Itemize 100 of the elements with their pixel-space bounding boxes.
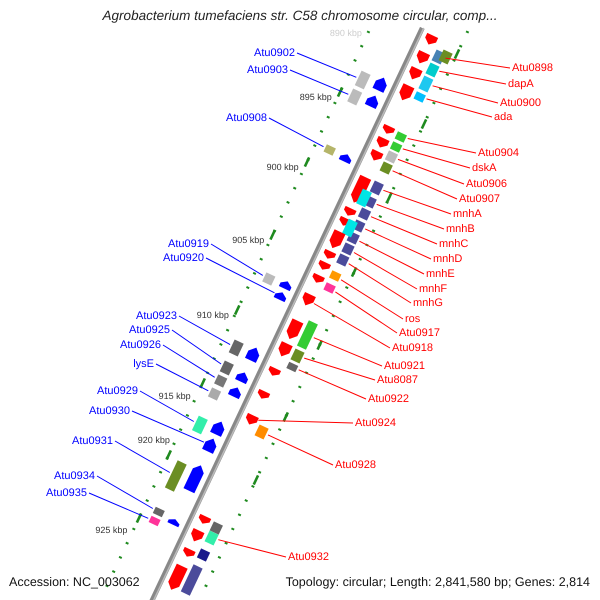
- gene-feature: [167, 519, 180, 528]
- gene-label: Atu0907: [459, 192, 500, 206]
- gene-feature: [235, 372, 248, 384]
- gene-feature: [268, 366, 282, 376]
- leader-line: [88, 492, 149, 519]
- leader-line: [96, 476, 154, 509]
- gene-feature: [364, 96, 378, 109]
- gene-label: Atu0904: [478, 146, 519, 160]
- gene-feature: [198, 514, 212, 524]
- gene-label: mnhF: [419, 282, 448, 296]
- gene-label: dskA: [472, 161, 496, 175]
- gene-feature: [148, 516, 161, 526]
- leader-line: [334, 291, 398, 334]
- gene-label: Atu0917: [399, 326, 440, 340]
- gene-feature: [409, 66, 423, 80]
- gene-label: Atu0921: [384, 359, 425, 373]
- leader-line: [402, 148, 470, 168]
- gene-label: mnhG: [413, 296, 443, 310]
- gene-feature: [204, 530, 219, 546]
- scale-label: 910 kbp: [196, 309, 229, 322]
- leader-line: [140, 390, 194, 422]
- gene-feature: [220, 360, 234, 376]
- gene-label: Atu0924: [355, 416, 396, 430]
- leader-line: [426, 98, 492, 118]
- gene-feature: [394, 131, 408, 143]
- gene-feature: [416, 50, 430, 64]
- gene-feature: [390, 141, 402, 153]
- leader-line: [172, 330, 222, 364]
- gene-label: Atu8087: [377, 373, 418, 387]
- leader-line: [432, 85, 498, 104]
- scale-label: 925 kbp: [95, 524, 128, 537]
- gene-feature: [246, 412, 259, 425]
- gene-label: Atu0934: [54, 469, 95, 483]
- gene-label: dapA: [508, 77, 534, 91]
- gene-feature: [183, 546, 196, 557]
- gene-feature: [372, 78, 387, 93]
- gene-feature: [399, 83, 414, 100]
- gene-feature: [168, 564, 188, 590]
- gene-feature: [312, 272, 325, 283]
- leader-line: [268, 118, 324, 148]
- leader-line: [132, 410, 204, 443]
- gene-label: Atu0902: [254, 46, 295, 60]
- gene-feature: [344, 206, 357, 216]
- gene-feature: [376, 136, 390, 148]
- leader-line: [290, 70, 349, 95]
- gene-feature: [278, 341, 293, 356]
- gene-label: Atu0906: [466, 177, 507, 191]
- scale-label: 895 kbp: [300, 91, 332, 104]
- gene-feature: [254, 424, 269, 440]
- leader-line: [340, 279, 404, 320]
- leader-line: [382, 190, 452, 214]
- gene-label: mnhE: [426, 267, 455, 281]
- leader-line: [348, 263, 412, 304]
- gene-feature: [382, 124, 396, 134]
- gene-feature: [152, 506, 165, 518]
- gene-feature: [296, 320, 318, 350]
- gene-label: Atu0920: [163, 251, 204, 265]
- summary-text: Topology: circular; Length: 2,841,580 bp; Genes: 2,814: [286, 575, 590, 589]
- gene-label: mnhA: [453, 207, 482, 221]
- gene-label: Atu0932: [288, 550, 329, 564]
- gene-label: Atu0919: [168, 237, 209, 251]
- scale-label: 915 kbp: [158, 390, 191, 403]
- leader-line: [392, 170, 458, 200]
- gene-feature: [228, 340, 244, 356]
- gene-feature: [336, 253, 350, 267]
- leader-line: [156, 364, 209, 392]
- leader-line: [438, 70, 506, 84]
- accession-text: Accession: NC_003062: [9, 575, 140, 589]
- gene-feature: [323, 282, 336, 294]
- leader-line: [376, 204, 444, 230]
- gene-label: mnhB: [446, 222, 475, 236]
- leader-line: [407, 138, 476, 154]
- leader-line: [162, 344, 216, 378]
- gene-feature: [425, 32, 438, 45]
- leader-line: [298, 369, 366, 400]
- gene-feature: [164, 460, 187, 492]
- gene-label: Atu0900: [500, 96, 541, 110]
- gene-feature: [358, 207, 372, 221]
- gene-label: Atu0903: [247, 63, 288, 77]
- gene-feature: [425, 62, 440, 78]
- gene-feature: [290, 348, 305, 364]
- gene-feature: [286, 362, 298, 372]
- leader-line: [268, 434, 334, 466]
- gene-label: Atu0923: [136, 309, 177, 323]
- gene-feature: [274, 292, 286, 302]
- gene-feature: [214, 374, 228, 388]
- gene-feature: [210, 521, 223, 535]
- gene-label: Atu0898: [512, 61, 553, 75]
- leader-line: [206, 258, 275, 294]
- gene-feature: [202, 438, 216, 454]
- leader-line: [358, 240, 424, 274]
- gene-feature: [341, 242, 355, 256]
- gene-feature: [323, 144, 336, 156]
- gene-label: Atu0930: [89, 404, 130, 418]
- gene-feature: [328, 270, 342, 282]
- leader-line: [313, 337, 382, 366]
- gene-label: ada: [494, 110, 512, 124]
- gene-feature: [262, 272, 276, 286]
- gene-feature: [184, 465, 204, 494]
- gene-feature: [370, 180, 384, 196]
